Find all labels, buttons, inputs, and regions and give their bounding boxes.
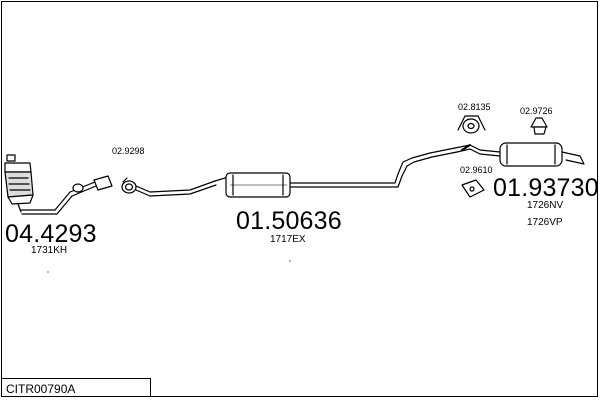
reference-box: CITR00790A	[1, 378, 151, 397]
part-number-center: 01.50636	[236, 207, 342, 235]
catalytic-converter-part	[4, 154, 34, 213]
center-muffler-part	[214, 172, 291, 198]
reference-code: CITR00790A	[6, 382, 76, 396]
bracket-part	[461, 179, 485, 198]
part-code-center: 1717EX	[270, 234, 306, 245]
front-pipe	[20, 175, 113, 215]
part-number-bracket: 02.9610	[460, 165, 493, 175]
part-number-hanger-2: 02.9726	[520, 106, 553, 116]
middle-pipe	[135, 180, 217, 197]
part-number-clamp: 02.9298	[112, 146, 145, 156]
part-number-hanger-1: 02.8135	[458, 102, 491, 112]
part-number-front: 04.4293	[5, 220, 97, 248]
rear-pipe	[289, 147, 458, 188]
part-number-rear: 01.93730	[493, 174, 599, 202]
hanger-part-2	[530, 117, 548, 135]
hanger-part-1	[457, 115, 486, 134]
part-code-rear-2: 1726VP	[527, 217, 563, 228]
clamp-part	[121, 177, 137, 194]
part-code-front: 1731KH	[31, 245, 68, 256]
part-code-rear-1: 1726NV	[527, 200, 564, 211]
rear-silencer-part	[454, 142, 585, 167]
